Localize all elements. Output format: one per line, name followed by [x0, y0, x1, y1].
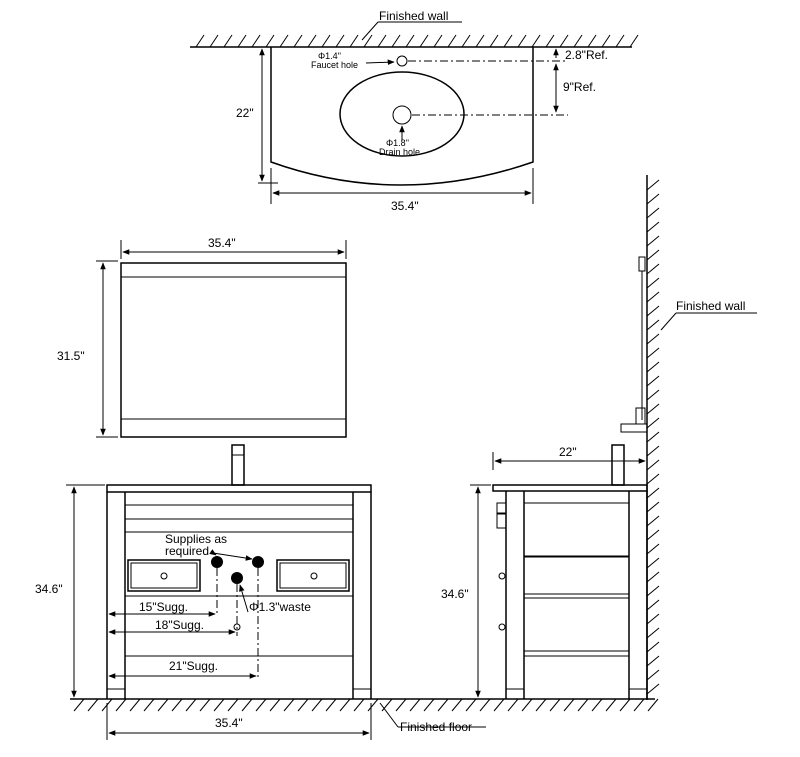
- faucet-hole-dia: Φ1.4": [318, 51, 341, 61]
- front-view: Supplies as required Φ1.3"waste 15"Sugg.…: [35, 444, 372, 740]
- supply-dot-right: [252, 556, 264, 568]
- sugg-15-dim: 15"Sugg.: [139, 600, 188, 614]
- drain-hole-dia: Φ1.8": [386, 138, 409, 148]
- supplies-label-2: required: [165, 544, 209, 558]
- side-view: Finished wall 22" 34.6": [441, 175, 757, 700]
- front-height-dim: 34.6": [35, 582, 63, 596]
- floor: Finished floor: [70, 698, 659, 734]
- side-height-dim: 34.6": [441, 587, 469, 601]
- ref-dim-1: 2.8"Ref.: [565, 48, 608, 62]
- drain-hole: [392, 105, 412, 125]
- top-wall-hatch: [190, 34, 639, 48]
- side-wall-label: Finished wall: [676, 299, 745, 313]
- ref-dim-2: 9"Ref.: [563, 80, 596, 94]
- waste-label: Φ1.3"waste: [249, 600, 311, 614]
- sugg-21-dim: 21"Sugg.: [169, 659, 218, 673]
- mirror-height-dim: 31.5": [57, 349, 85, 363]
- top-view: Finished wall Φ1.4" Faucet hole Φ1.8" Dr…: [190, 9, 639, 213]
- front-drawer-left: [127, 559, 201, 592]
- top-wall-label: Finished wall: [379, 9, 448, 23]
- supplies-label-1: Supplies as: [165, 532, 227, 546]
- countertop-outline: [270, 47, 534, 186]
- mirror-frame: [120, 262, 347, 438]
- waste-dot: [231, 572, 243, 584]
- floor-label: Finished floor: [400, 720, 472, 734]
- top-wall-leader: [361, 21, 379, 41]
- sink-basin: [339, 71, 465, 157]
- top-depth-dim: 22": [236, 106, 254, 120]
- top-width-dim: 35.4": [391, 199, 419, 213]
- side-depth-dim: 22": [559, 445, 577, 459]
- front-width-dim: 35.4": [215, 716, 243, 730]
- mirror-width-dim: 35.4": [208, 236, 236, 250]
- faucet-hole: [396, 55, 408, 67]
- front-drawer-right: [276, 559, 350, 592]
- sugg-18-dim: 18"Sugg.: [155, 618, 204, 632]
- faucet: [231, 444, 245, 486]
- faucet-hole-label: Faucet hole: [311, 60, 358, 70]
- mirror-view: 35.4" 31.5": [57, 236, 347, 438]
- supply-dot-left: [211, 556, 223, 568]
- drain-hole-label: Drain hole: [379, 147, 420, 157]
